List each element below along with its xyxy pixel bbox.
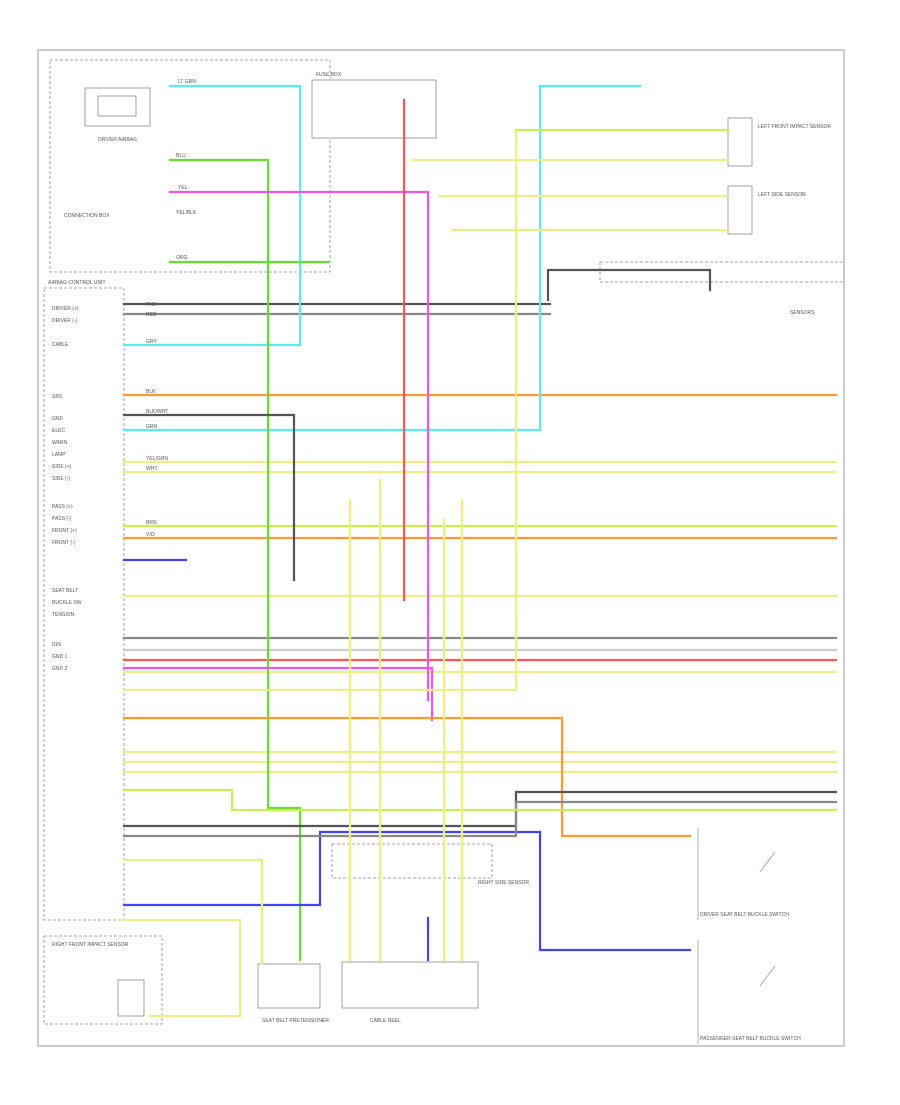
fuse-box-label: FUSE BOX (316, 72, 342, 78)
wire-code-label: BLK (146, 389, 156, 395)
connection-box-label: CONNECTION BOX (64, 213, 110, 219)
blue-bottom-wire (122, 830, 692, 952)
pin-label: DRIVER (+) (52, 306, 79, 312)
pin-label: GND 1 (52, 654, 68, 660)
wire-code-label: GRN (146, 424, 158, 430)
pin-label: PASS (-) (52, 516, 72, 522)
driver-buckle-switch-arm (759, 851, 776, 873)
wire-code-label: BLU (176, 153, 186, 159)
seat-belt-pretensioner-label: SEAT BELT PRETENSIONER (262, 1018, 329, 1024)
left-front-impact-sensor-box (727, 117, 753, 167)
pin-label: FRONT (-) (52, 540, 76, 546)
pin-label: GND (52, 416, 64, 422)
pin-label: SIDE (+) (52, 464, 72, 470)
pin-label: GND 2 (52, 666, 68, 672)
pin-label: BUCKLE SW (52, 600, 82, 606)
pin-label: SRS (52, 394, 63, 400)
pin-label: TENSION (52, 612, 75, 618)
magenta-wire-2 (122, 666, 434, 722)
pin-label: WARN (52, 440, 67, 446)
cable-reel-bottom-box (341, 961, 479, 1009)
sensors-label: SENSORS (790, 310, 815, 316)
pin-label: ELEC (52, 428, 65, 434)
left-side-sensor-box (727, 185, 753, 235)
wire-code-label: RED (146, 312, 157, 318)
wire-layer (122, 84, 838, 1018)
fuse-box (311, 79, 437, 139)
gray-bottom-wire (122, 800, 838, 838)
pin-label: SEAT BELT (52, 588, 78, 594)
seat-belt-pretensioner-box (257, 963, 321, 1009)
driver-airbag-label: DRIVER AIRBAG (98, 137, 137, 143)
wire-code-label: WHT (146, 466, 157, 472)
cable-reel-label: CABLE REEL (370, 1018, 401, 1024)
magenta-wire (168, 190, 430, 702)
wire-code-label: PNK (146, 302, 157, 308)
gray-loop-wire (122, 413, 296, 582)
right-front-impact-sensor-box (43, 935, 163, 1025)
pin-label: SIDE (-) (52, 476, 70, 482)
airbag-control-unit-label: AIRBAG CONTROL UNIT (48, 280, 106, 286)
connection-box-outline (49, 59, 331, 273)
left-side-sensor-label: LEFT SIDE SENSOR (758, 192, 806, 198)
sensors-dash-outline (599, 261, 845, 283)
dark-gray-sensor-wire (546, 268, 712, 302)
cyan-right-wire (538, 84, 642, 432)
yellow-right-feed-1 (122, 128, 518, 692)
driver-seat-belt-buckle-switch-label: DRIVER SEAT BELT BUCKLE SWITCH (700, 912, 789, 918)
wire-code-label: BRN (146, 520, 157, 526)
pin-label: FRONT (+) (52, 528, 77, 534)
wire-code-label: BLK/WHT (146, 409, 168, 415)
passenger-buckle-switch-arm (759, 965, 776, 987)
pin-label: CABLE (52, 342, 69, 348)
pin-label: DRIVER (-) (52, 318, 78, 324)
right-side-sensor-label: RIGHT SIDE SENSOR (478, 880, 529, 886)
pin-label-column: DRIVER (+) DRIVER (-) CABLE SRS GND ELEC WARN L… (52, 306, 82, 672)
right-side-sensor-dash (331, 843, 493, 879)
wire-code-label: VIO (146, 532, 155, 538)
airbag-control-unit-outline (43, 287, 125, 921)
wire-code-label: GRY (146, 339, 157, 345)
yellow-right-sensor-wire (122, 918, 242, 1018)
orange-buckle-wire (122, 716, 692, 838)
yellow-green-bottom-wire (122, 788, 838, 812)
left-front-impact-sensor-label: LEFT FRONT IMPACT SENSOR (758, 124, 831, 130)
right-front-impact-sensor-label: RIGHT FRONT IMPACT SENSOR (52, 942, 129, 948)
wire-code-label: ORG (176, 255, 188, 261)
yellow-pretensioner-wire (122, 858, 264, 966)
right-front-impact-sensor-connector (117, 979, 145, 1017)
wire-code-label: LT GRN (178, 79, 196, 85)
passenger-seat-belt-buckle-switch-label: PASSENGER SEAT BELT BUCKLE SWITCH (700, 1036, 801, 1042)
wire-code-label: YEL/GRN (146, 456, 168, 462)
driver-airbag-connector (84, 87, 151, 127)
green-wire (168, 158, 302, 962)
cyan-top-wire (122, 84, 302, 347)
cable-reel-box (97, 95, 137, 117)
wire-code-label: YEL/BLK (176, 210, 197, 216)
diagram-frame (37, 49, 845, 1047)
wire-code-label: YEL (178, 185, 188, 191)
pin-label: PASS (+) (52, 504, 73, 510)
pin-label: IGN (52, 642, 61, 648)
wire-label-layer: LT GRN BLU YEL YEL/BLK ORG PNK RED GRY BLK BLK/WH… (146, 79, 197, 538)
pin-label: LAMP (52, 452, 66, 458)
